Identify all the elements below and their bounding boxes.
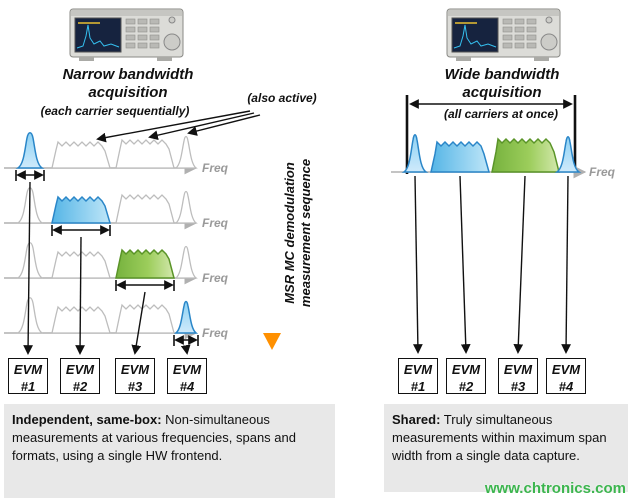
active-carrier-4: [173, 300, 199, 334]
evm-connector-arrows-left: [23, 181, 191, 355]
evm-number: #1: [410, 379, 426, 394]
freq-label: Freq: [202, 161, 229, 175]
evm-label: EVM: [172, 362, 202, 377]
sequence-label-line2: measurement sequence: [298, 159, 313, 307]
evm-box-right-3: EVM #3: [498, 358, 538, 394]
evm-connector-arrows-right: [412, 175, 571, 354]
freq-label: Freq: [202, 216, 229, 230]
evm-label: EVM: [120, 362, 150, 377]
evm-label: EVM: [65, 362, 95, 377]
trace-row-2: Freq: [4, 187, 229, 236]
analyzer-trace: [76, 24, 120, 49]
analyzer-small-knob: [168, 16, 176, 24]
analyzer-buttons: [125, 18, 160, 49]
right-title: Wide bandwidth acquisition: [402, 66, 602, 102]
left-caption-text: Non-simultaneous measurements at various…: [12, 412, 296, 463]
left-subtitle: (each carrier sequentially): [40, 104, 190, 118]
span-measure-arrow-1: [15, 170, 45, 181]
narrowband-traces-diagram: Freq Freq Freq: [4, 110, 313, 355]
also-active-arrows: [96, 110, 261, 143]
left-caption: Independent, same-box: Non-simultaneous …: [4, 404, 335, 498]
analyzer-buttons: [502, 18, 537, 49]
span-measure-arrow-3: [115, 280, 175, 291]
evm-number: #3: [510, 379, 526, 394]
active-carrier-4: [554, 136, 582, 173]
watermark: www.chtronics.com: [484, 480, 626, 497]
evm-box-left-3: EVM #3: [115, 358, 155, 394]
evm-box-left-4: EVM #4: [167, 358, 207, 394]
evm-number: #1: [20, 379, 36, 394]
span-measure-arrow-2: [51, 225, 111, 236]
analyzer-trace: [453, 24, 497, 49]
evm-number: #4: [179, 379, 195, 394]
right-subtitle: (all carriers at once): [443, 107, 559, 121]
active-carrier-3: [491, 137, 560, 173]
trace-row-4: Freq: [4, 297, 229, 346]
evm-label: EVM: [451, 362, 481, 377]
evm-box-left-2: EVM #2: [60, 358, 100, 394]
left-title-line1: Narrow bandwidth: [62, 66, 194, 83]
evm-box-right-2: EVM #2: [446, 358, 486, 394]
right-caption-text: Truly simultaneous measurements within m…: [392, 412, 607, 463]
active-carrier-1: [401, 134, 429, 173]
evm-box-left-1: EVM #1: [8, 358, 48, 394]
also-active-label: (also active): [247, 91, 317, 105]
analyzer-knob: [163, 33, 181, 51]
sequence-label-line1: MSR MC demodulation: [282, 162, 297, 304]
spectrum-analyzer-image-left: [69, 8, 184, 61]
right-title-line2: acquisition: [462, 84, 542, 101]
evm-label: EVM: [13, 362, 43, 377]
evm-label: EVM: [551, 362, 581, 377]
wideband-trace-diagram: Freq: [391, 95, 616, 354]
freq-label: Freq: [202, 326, 229, 340]
active-carrier-2: [51, 195, 112, 224]
freq-label: Freq: [589, 165, 616, 179]
spectrum-analyzer-image-right: [446, 8, 561, 61]
evm-label: EVM: [503, 362, 533, 377]
sequence-arrow: [263, 117, 281, 350]
evm-box-right-4: EVM #4: [546, 358, 586, 394]
left-title: Narrow bandwidth acquisition: [28, 66, 228, 102]
span-measure-arrow-4: [173, 335, 199, 346]
right-caption-lead: Shared:: [392, 412, 441, 427]
right-title-line1: Wide bandwidth: [444, 66, 560, 83]
evm-label: EVM: [403, 362, 433, 377]
trace-row-3: Freq: [4, 242, 229, 291]
sequence-arrowhead: [263, 333, 281, 350]
wideband-span-arrow: [405, 95, 577, 174]
active-carrier-3: [115, 248, 175, 279]
trace-row-1: Freq: [4, 132, 229, 181]
left-title-line2: acquisition: [88, 84, 168, 101]
active-carrier-1: [15, 132, 45, 169]
evm-box-right-1: EVM #1: [398, 358, 438, 394]
wideband-trace: Freq: [391, 134, 616, 179]
evm-number: #4: [558, 379, 574, 394]
evm-number: #2: [458, 379, 474, 394]
left-caption-lead: Independent, same-box:: [12, 412, 162, 427]
right-caption: Shared: Truly simultaneous measurements …: [384, 404, 628, 492]
analyzer-small-knob: [545, 16, 553, 24]
evm-number: #2: [72, 379, 88, 394]
analyzer-knob: [540, 33, 558, 51]
active-carrier-2: [430, 140, 490, 173]
evm-number: #3: [127, 379, 143, 394]
freq-label: Freq: [202, 271, 229, 285]
